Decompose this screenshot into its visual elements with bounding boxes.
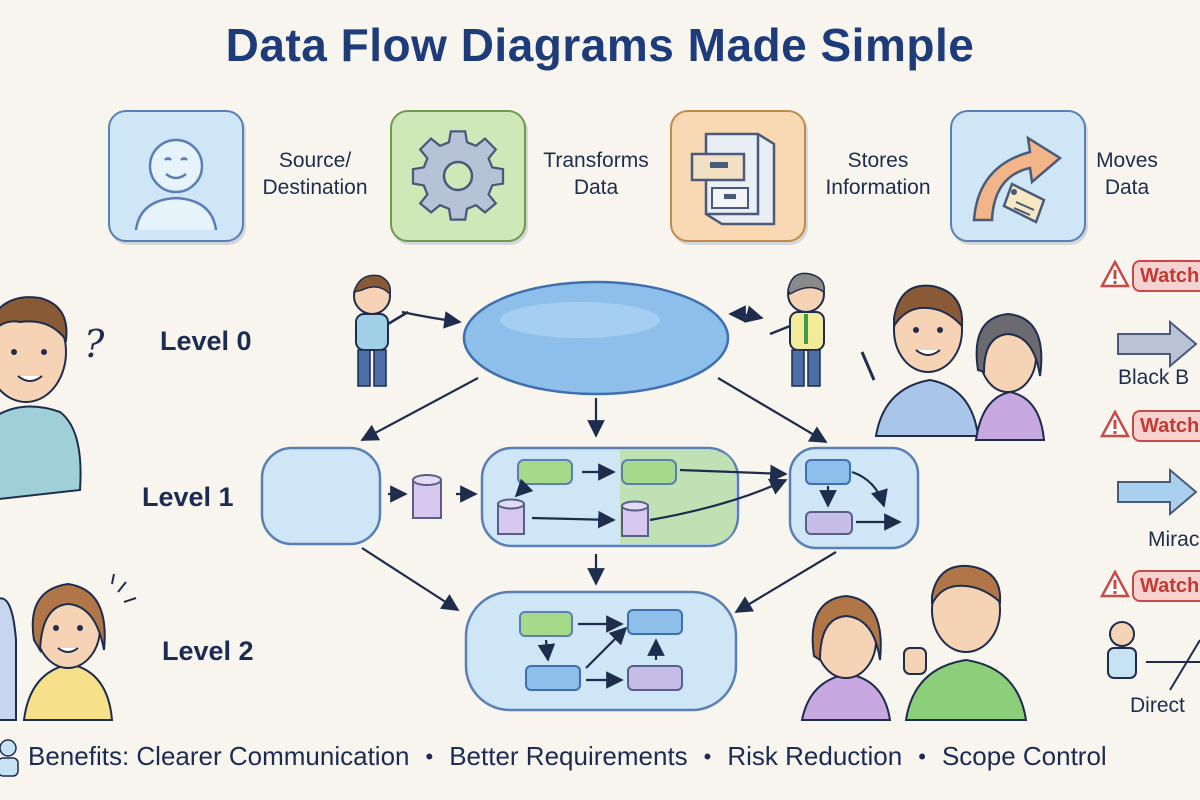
benefit-item: Clearer Communication [136,741,410,771]
benefits-prefix: Benefits: [28,741,130,771]
warning-caption-1: Black B [1118,366,1190,389]
level-1-label: Level 1 [142,482,234,512]
warning-label: Watch [1132,570,1200,602]
benefit-separator: • [703,743,712,769]
level-1-datastore-a [412,474,442,519]
benefit-separator: • [918,743,926,769]
right-bottom-people-illustration [800,564,1028,721]
question-mark: ? [84,322,105,366]
warning-badge-2: Watch [1098,408,1200,442]
level-2-label: Level 2 [162,636,254,666]
warning-badge-3: Watch [1098,568,1200,602]
left-bottom-people-illustration [0,582,114,721]
right-top-people-illustration [860,284,1046,441]
warning-caption-2: Mirac [1148,528,1200,551]
legend-label-transform: Transforms Data [543,149,649,199]
level-1-datastore-c [621,500,649,537]
legend-store-tile [670,110,806,242]
legend-flow-tile [950,110,1086,242]
legend-source-destination-tile [108,110,244,242]
benefits-bar: Benefits: Clearer Communication • Better… [28,741,1107,772]
warning-illustration-black-box [1117,319,1198,369]
warning-illustration-direct [1107,621,1200,691]
warning-badge-1: Watch [1098,258,1200,292]
benefit-item: Better Requirements [449,741,688,771]
legend-label-store: Stores Information [825,149,931,199]
person-icon [134,138,218,231]
legend-transform-tile [390,110,526,242]
arrow-tag-icon [972,135,1063,224]
level-1-datastore-b [497,498,525,535]
benefits-person-icon [0,739,19,777]
warning-illustration-miracle [1117,467,1198,517]
puzzled-person-illustration [0,296,82,500]
legend-label-source: Source/ Destination [262,149,368,199]
benefit-separator: • [425,743,434,769]
level-0-process [462,280,730,396]
warning-triangle-icon [1100,410,1130,438]
file-cabinet-icon [690,132,776,226]
warning-label: Watch [1132,260,1200,292]
user-figure-right [769,272,825,387]
warning-triangle-icon [1100,260,1130,288]
user-figure-left [352,274,409,387]
warning-label: Watch [1132,410,1200,442]
gear-icon [411,130,505,221]
page-title: Data Flow Diagrams Made Simple [225,19,975,71]
level-1-process-left [260,446,382,546]
warning-caption-3: Direct [1130,694,1185,717]
level-2-process [464,590,738,712]
warning-triangle-icon [1100,570,1130,598]
benefit-item: Scope Control [941,741,1107,771]
legend-label-flow: Moves Data [1096,149,1158,199]
benefit-item: Risk Reduction [727,741,903,771]
thumbs-up-icon [903,647,927,675]
level-0-label: Level 0 [160,326,252,356]
